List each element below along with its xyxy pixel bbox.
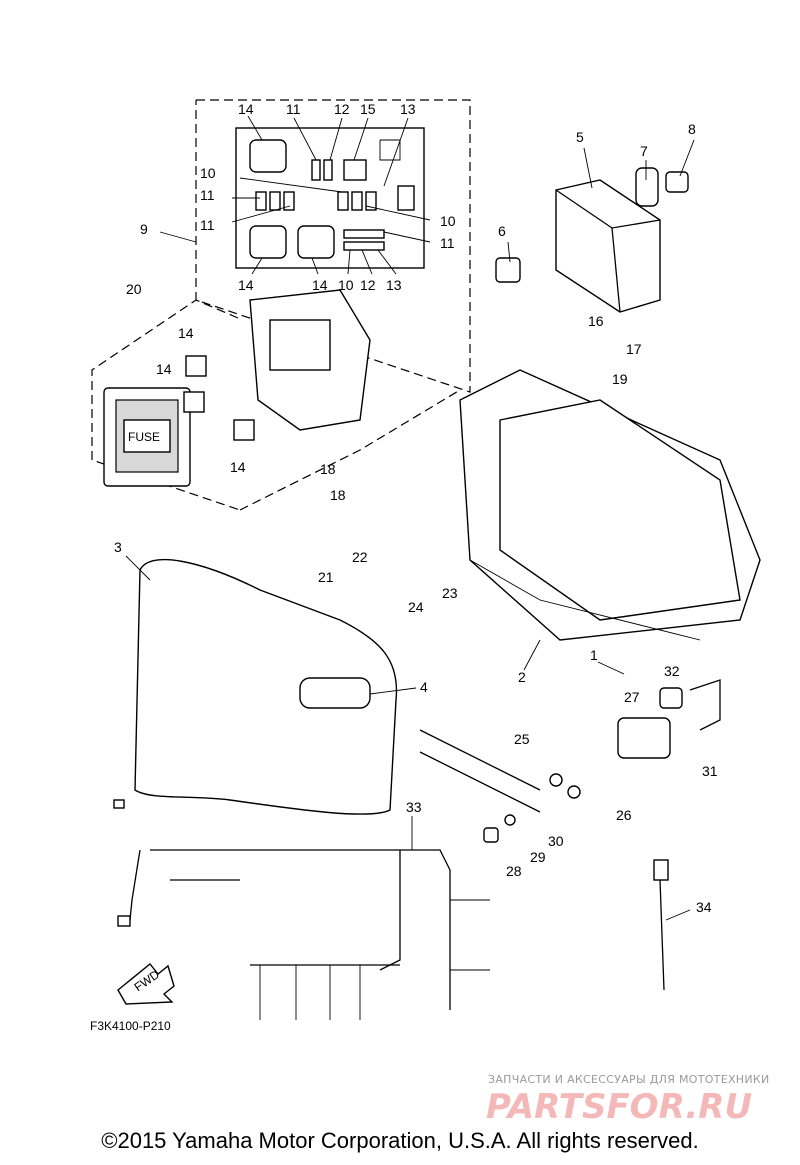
callout-8: 8: [688, 121, 696, 137]
callout-24: 24: [408, 599, 424, 615]
callout-21: 21: [318, 569, 334, 585]
callout-25: 25: [514, 731, 530, 747]
callout-1: 1: [590, 647, 598, 663]
callout-3: 3: [114, 539, 122, 555]
callout-14-b: 14: [238, 277, 254, 293]
watermark-logo: PARTSFOR.RU: [486, 1087, 752, 1127]
callout-18-a: 18: [320, 461, 336, 477]
callout-11-a: 11: [200, 187, 215, 203]
callout-15: 15: [360, 101, 376, 117]
callout-14-e: 14: [156, 361, 172, 377]
inset-leaders: [159, 115, 431, 275]
callout-11-c: 11: [440, 235, 455, 251]
relay-bracket: [617, 679, 721, 759]
ecu-unit: [495, 167, 689, 313]
callout-10-a: 10: [200, 165, 216, 181]
diagram-code: F3K4100-P210: [90, 1019, 171, 1033]
watermark: ЗАПЧАСТИ И АКСЕССУАРЫ ДЛЯ МОТОТЕХНИКИ PA…: [486, 1073, 770, 1127]
copyright-notice: ©2015 Yamaha Motor Corporation, U.S.A. A…: [101, 1128, 699, 1153]
callout-34: 34: [696, 899, 712, 915]
callout-14-f: 14: [230, 459, 246, 475]
callout-26: 26: [616, 807, 632, 823]
callout-13-b: 13: [386, 277, 402, 293]
callout-14-a: 14: [238, 101, 254, 117]
fuse-box-assembly: FUSE: [91, 289, 461, 511]
callout-2: 2: [518, 669, 526, 685]
callout-32: 32: [664, 663, 680, 679]
fwd-arrow: FWD: [117, 963, 175, 1005]
callout-16: 16: [588, 313, 604, 329]
callout-12-b: 12: [360, 277, 376, 293]
callout-5: 5: [576, 129, 584, 145]
callout-20: 20: [126, 281, 142, 297]
wire-harness: [113, 799, 490, 1020]
callout-14-d: 14: [178, 325, 194, 341]
callout-30: 30: [548, 833, 564, 849]
callout-14-c: 14: [312, 277, 328, 293]
callout-7: 7: [640, 143, 648, 159]
battery-box: [459, 369, 761, 641]
callout-27: 27: [624, 689, 640, 705]
callout-23: 23: [442, 585, 458, 601]
callout-28: 28: [506, 863, 522, 879]
callout-10-b: 10: [440, 213, 456, 229]
callout-6: 6: [498, 223, 506, 239]
callout-18-b: 18: [330, 487, 346, 503]
battery-cables: [419, 729, 581, 843]
fuse-label: FUSE: [128, 430, 160, 444]
cover: [134, 558, 398, 815]
callout-4: 4: [420, 679, 428, 695]
callout-13-a: 13: [400, 101, 416, 117]
callout-29: 29: [530, 849, 546, 865]
callout-19: 19: [612, 371, 628, 387]
callout-22: 22: [352, 549, 368, 565]
callout-12-a: 12: [334, 101, 350, 117]
callout-9: 9: [140, 221, 148, 237]
callout-33: 33: [406, 799, 422, 815]
cable-tie: [653, 859, 669, 991]
main-leaders: [125, 139, 695, 921]
callout-11-b: 11: [200, 217, 215, 233]
callout-11-d: 11: [286, 101, 301, 117]
callout-17: 17: [626, 341, 642, 357]
callout-31: 31: [702, 763, 718, 779]
watermark-tagline: ЗАПЧАСТИ И АКСЕССУАРЫ ДЛЯ МОТОТЕХНИКИ: [488, 1073, 770, 1086]
fuse-box-detail: [195, 99, 471, 393]
callout-labels: 1 2 3 4 5 6 7 8 9 10 11 11 10 11 11 12 1…: [114, 101, 718, 915]
callout-10-c: 10: [338, 277, 354, 293]
